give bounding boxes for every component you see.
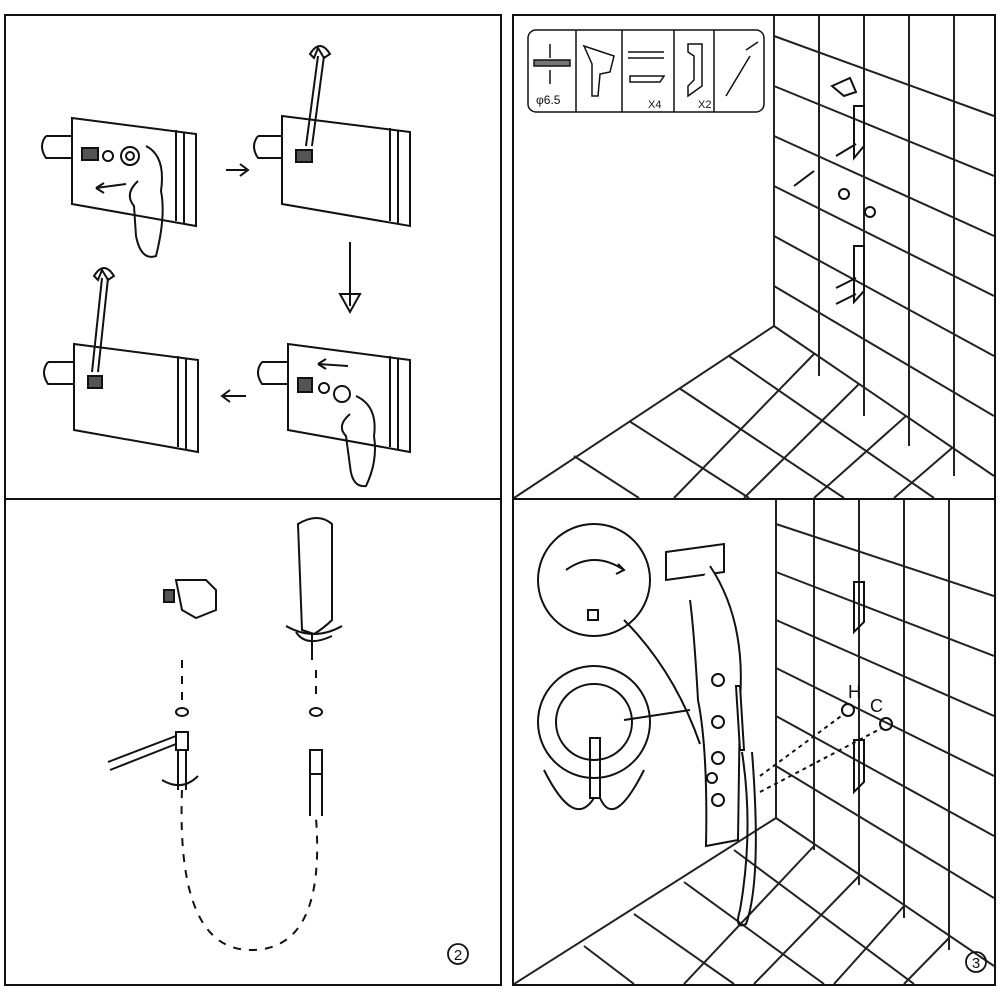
panel-step-2: 2 [4,498,502,986]
panel-holder-steps [4,14,502,500]
parts-box [527,29,765,113]
step-number-circle [965,951,987,973]
bracket-install-illustration: φ6.5 X4 X2 [514,16,994,498]
diverter-dial [537,523,651,637]
panel-bracket-install: φ6.5 X4 X2 [512,14,996,500]
holder-steps-illustration [41,45,411,488]
hand-shower [285,517,343,660]
hot-label: H [848,682,861,702]
step1-plate [41,116,197,258]
step2-plate [253,45,411,228]
step4-plate [43,267,199,454]
wall-brackets [793,76,876,305]
wall-valves [759,581,893,795]
hand-shower-connection-illustration: 2 [107,517,469,965]
hose-fitting [309,749,323,816]
wall-holder [163,579,217,620]
cold-label: C [870,696,883,716]
step3-plate [257,342,411,488]
shower-panel [665,542,757,927]
drill-size-label: φ6.5 [536,93,561,107]
step-number-circle [447,943,469,965]
screw-qty-label: X4 [648,99,661,111]
mixer-handle [537,619,701,810]
step-number-label: 3 [972,955,980,972]
panel-step-3: H C 3 [512,498,996,986]
bracket-qty-label: X2 [698,99,711,111]
step-number-label: 2 [454,947,462,964]
panel-installation-illustration: H C 3 [514,500,994,984]
bolt-wrench [107,731,199,790]
